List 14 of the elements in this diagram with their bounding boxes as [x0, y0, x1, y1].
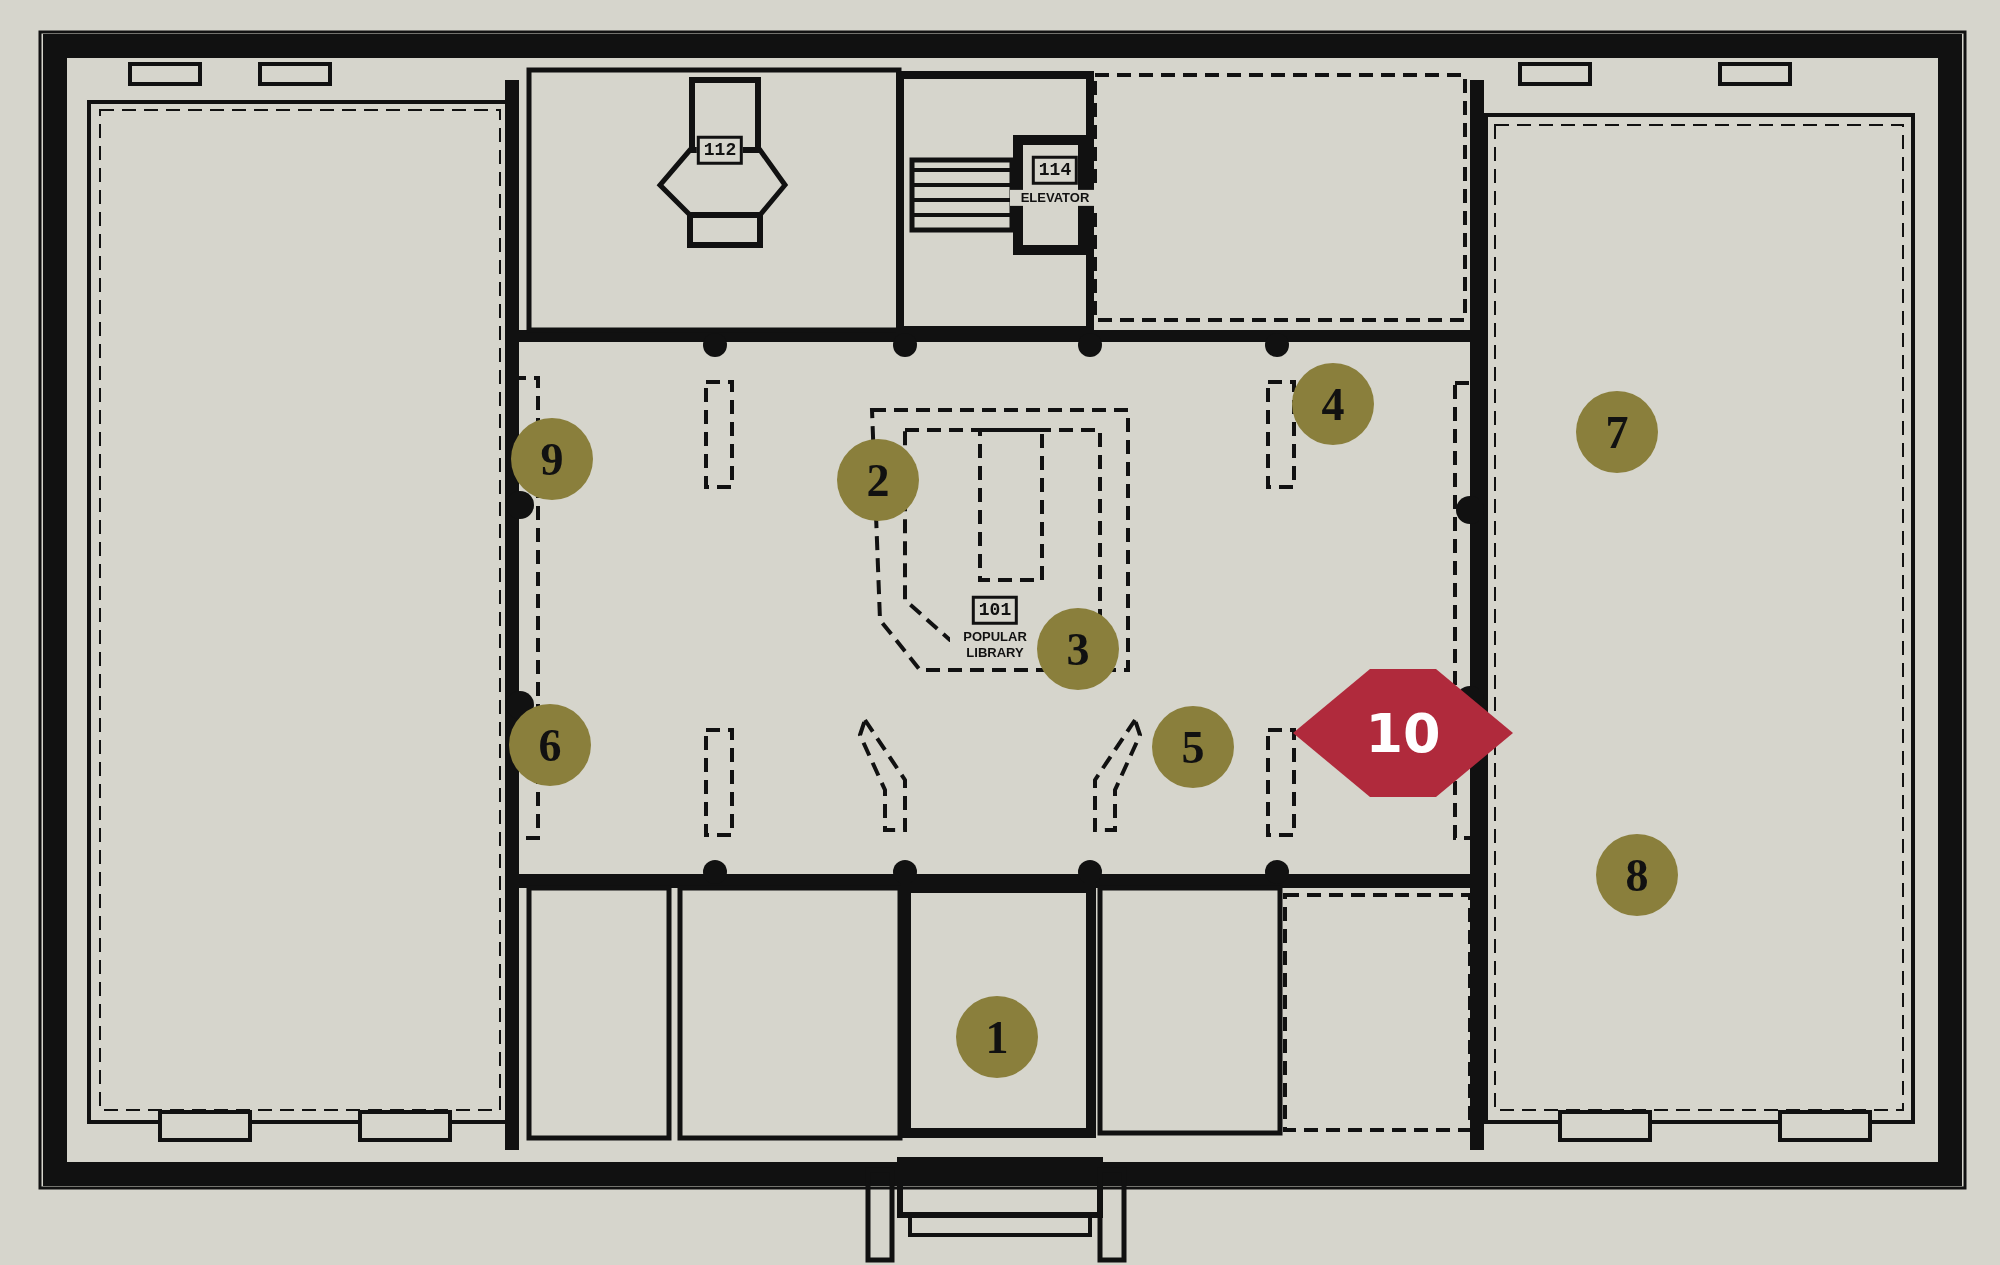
room-number: 101	[971, 595, 1019, 625]
room-name: ELEVATOR	[1010, 189, 1100, 207]
callout-number: 1	[956, 996, 1038, 1078]
room-number: 114	[1031, 155, 1079, 185]
callout-number: 2	[837, 439, 919, 521]
callout-number: 6	[509, 704, 591, 786]
callout-number: 3	[1037, 608, 1119, 690]
callout-number: 7	[1576, 391, 1658, 473]
callout-number: 8	[1596, 834, 1678, 916]
callout-number: 4	[1292, 363, 1374, 445]
callout-marker: 10	[1293, 669, 1513, 797]
room-number: 112	[696, 135, 744, 165]
callout-number: 9	[511, 418, 593, 500]
callout-number: 5	[1152, 706, 1234, 788]
